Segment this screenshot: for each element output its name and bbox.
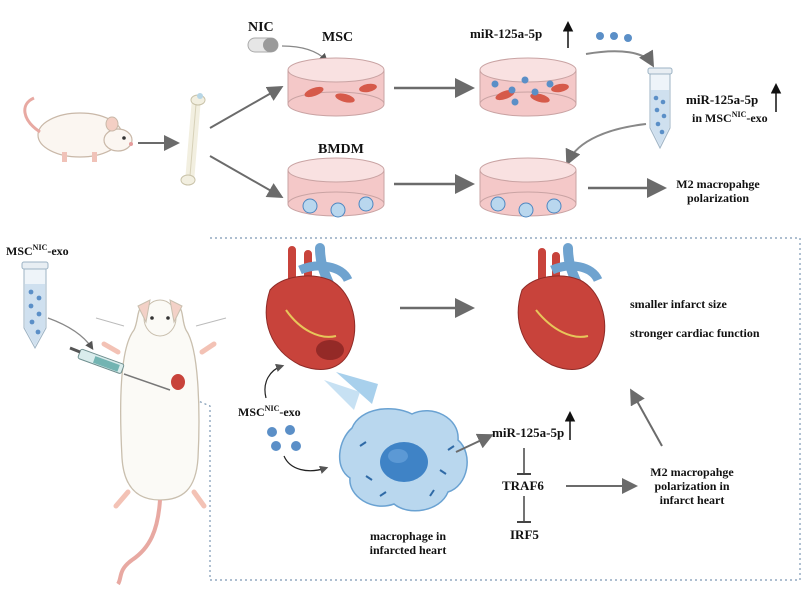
heart-icon [517,243,606,370]
mir-exo-label-line1: miR-125a-5p [686,92,759,107]
exo-mid-label: MSCNIC-exo [238,404,301,419]
irf5-label: IRF5 [510,527,539,542]
heart-icon [265,243,356,370]
traf6-label: TRAF6 [502,478,544,493]
msc-label: MSC [322,30,354,45]
petri-dish-icon [287,57,385,117]
mir-bottom-label: miR-125a-5p [492,425,565,440]
bone-icon [180,93,206,186]
petri-dish-icon [479,157,577,218]
petri-dish-icon [287,157,385,218]
tube-icon [21,261,49,350]
syringe-icon [69,346,171,391]
panel-border [195,237,801,581]
capsule-icon [247,37,279,53]
mouse-icon [23,96,133,162]
cardiac-function-label: stronger cardiac function [630,326,760,340]
petri-dish-icon [479,57,577,117]
macrophage-icon [338,407,468,512]
nic-label: NIC [248,20,274,35]
mir-exo-label-line2: in MSCNIC-exo [692,110,768,125]
rat-icon [95,299,227,586]
exo-left-label: MSCNIC-exo [6,243,69,258]
tube-icon [647,67,673,150]
infarct-size-label: smaller infarct size [630,297,727,311]
mir-top-label: miR-125a-5p [470,26,543,41]
bmdm-label: BMDM [318,142,364,157]
